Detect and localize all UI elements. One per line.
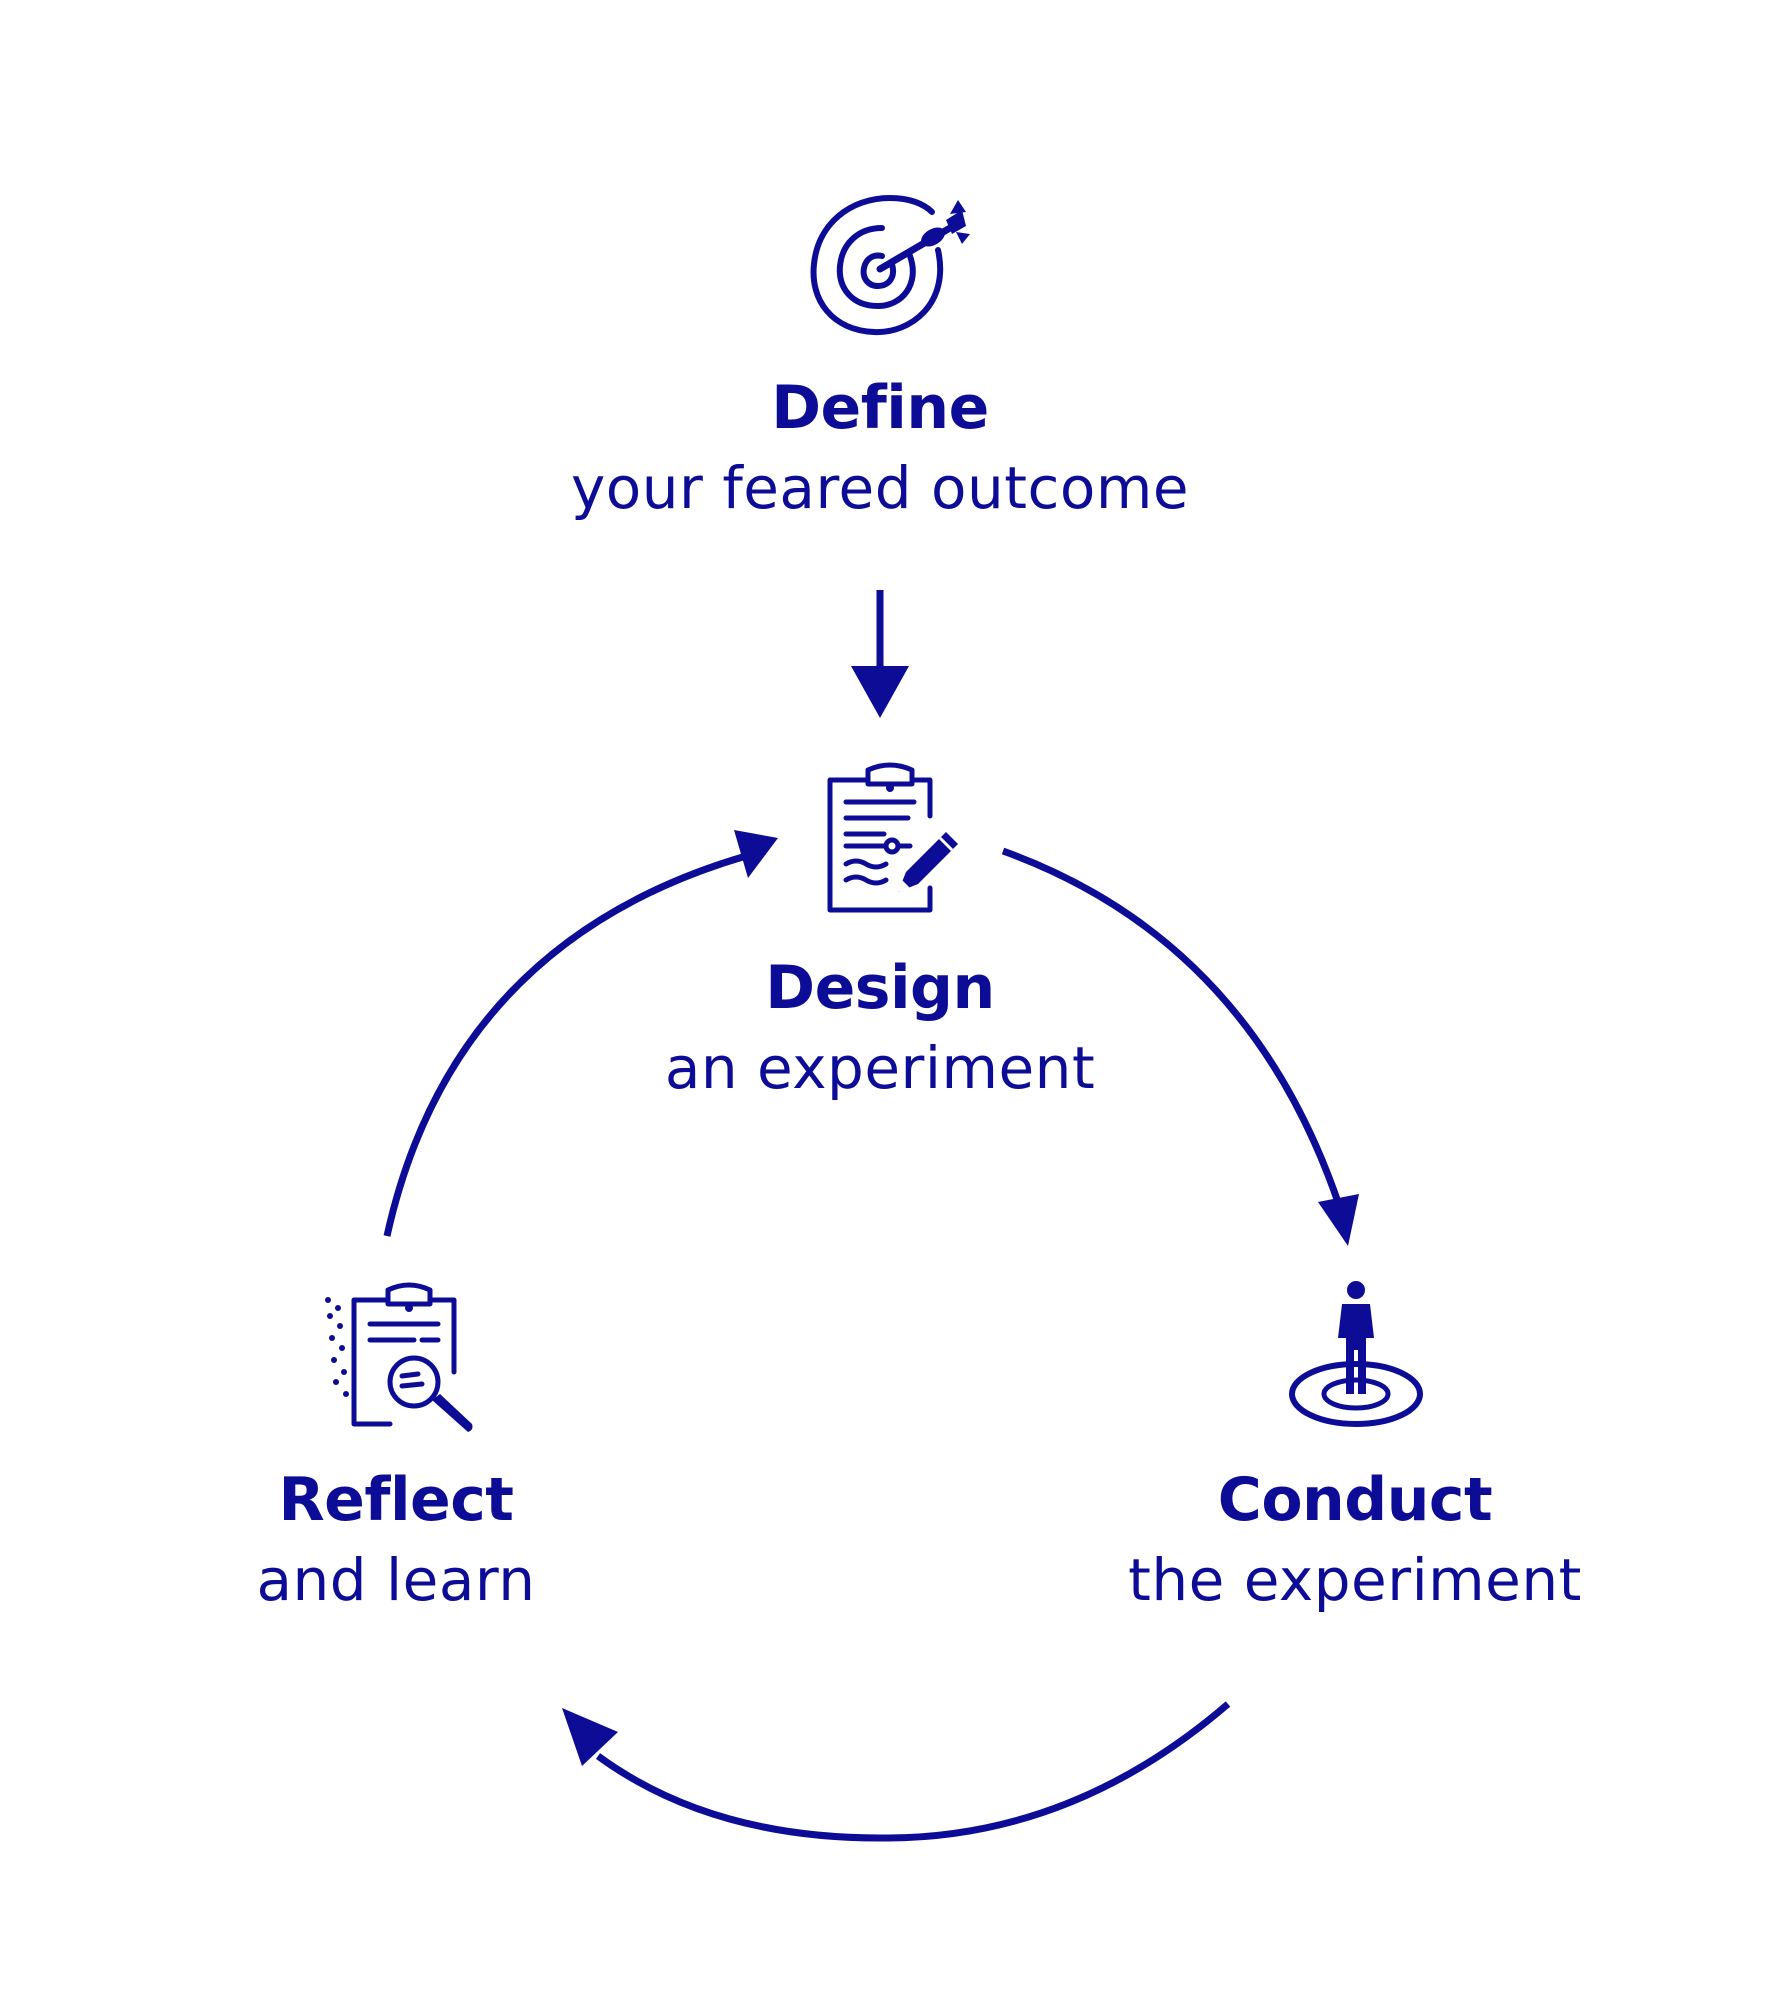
arrow-conduct-to-reflect xyxy=(562,1701,1231,1842)
step-reflect: Reflect and learn xyxy=(76,1460,716,1620)
step-design-subtitle: an experiment xyxy=(664,1034,1096,1102)
step-reflect-subtitle: and learn xyxy=(256,1546,536,1614)
step-design: Design an experiment xyxy=(560,948,1200,1108)
step-reflect-title: Reflect xyxy=(278,1465,514,1535)
step-design-title: Design xyxy=(765,953,995,1023)
step-define-subtitle: your feared outcome xyxy=(570,454,1190,522)
step-conduct-subtitle: the experiment xyxy=(1128,1546,1582,1614)
person-on-target-icon xyxy=(1289,1281,1423,1427)
step-conduct-title: Conduct xyxy=(1217,1465,1493,1535)
step-define: Define your feared outcome xyxy=(560,368,1200,528)
target-dart-icon xyxy=(810,194,970,336)
step-conduct: Conduct the experiment xyxy=(1035,1460,1675,1620)
clipboard-pencil-icon xyxy=(827,762,958,913)
arrow-reflect-to-design xyxy=(383,830,778,1237)
step-define-title: Define xyxy=(771,373,989,443)
arrow-design-to-conduct xyxy=(1001,847,1359,1246)
arrow-define-to-design xyxy=(851,590,909,718)
clipboard-magnifier-icon xyxy=(325,1282,473,1432)
